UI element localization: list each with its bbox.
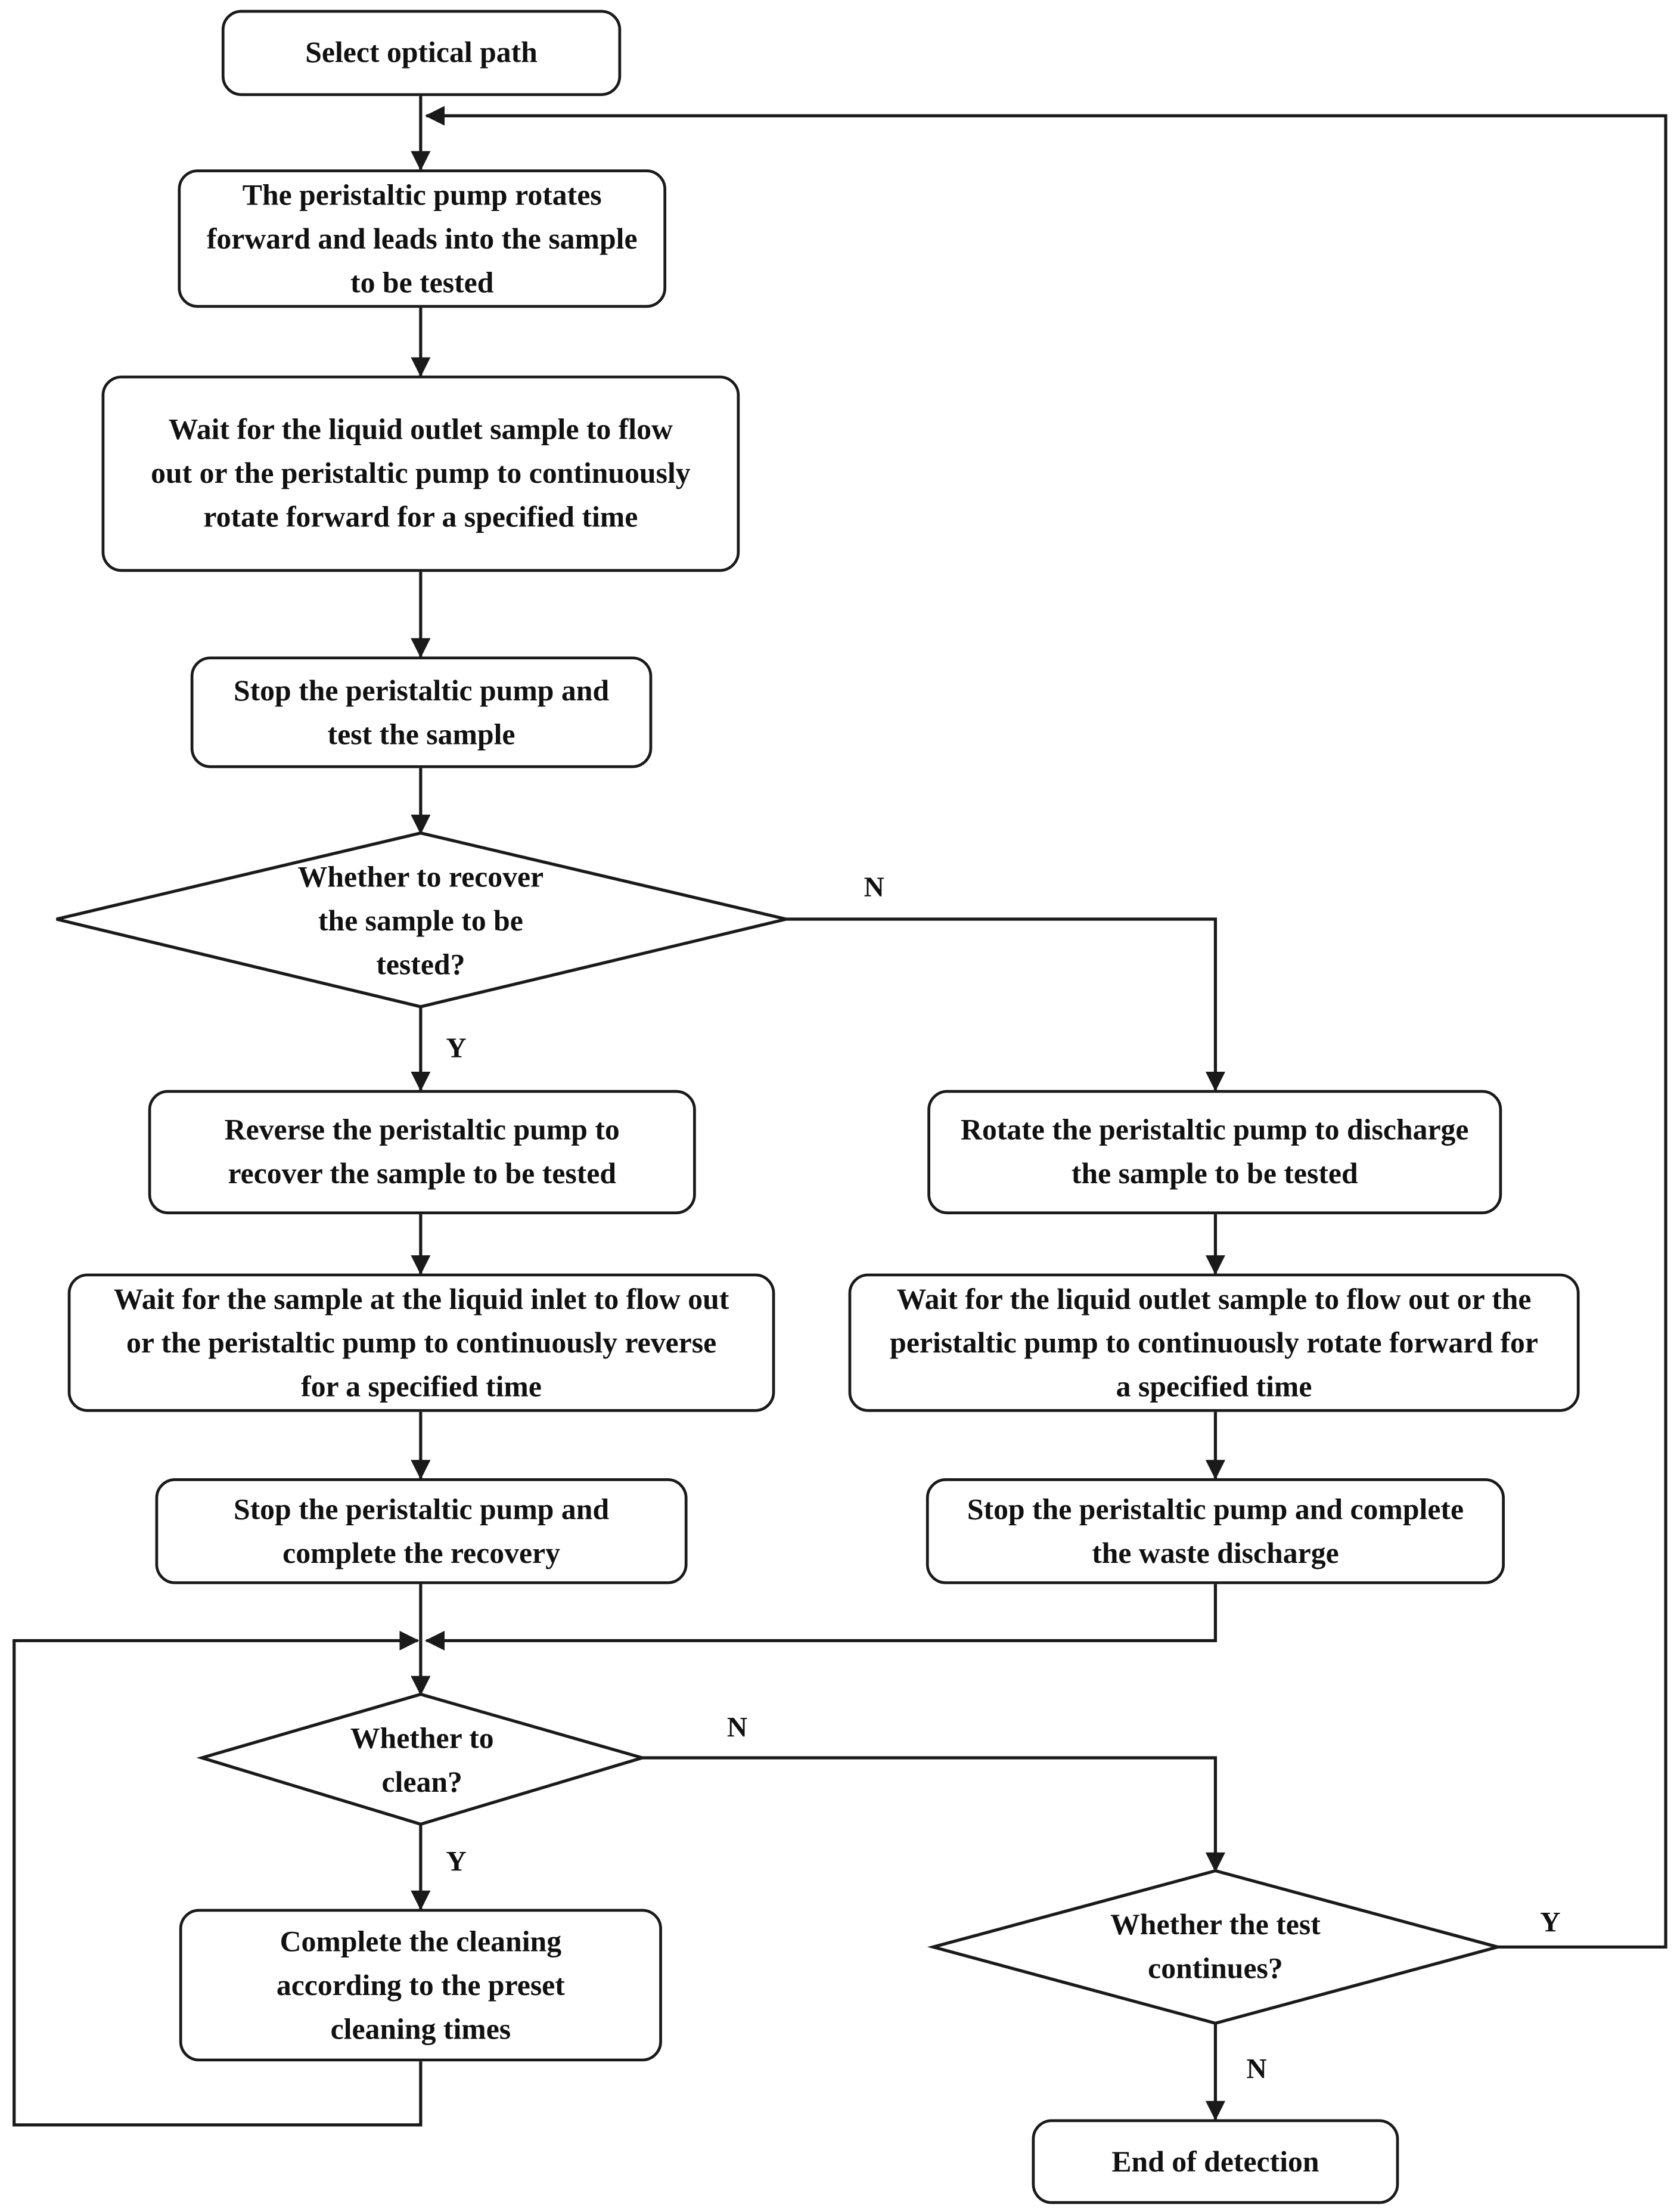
wait-inlet-step: Wait for the sample at the liquid inlet … xyxy=(67,1273,775,1412)
select-optical-path-step: Select optical path xyxy=(221,10,622,97)
decision-continue-shape xyxy=(927,1869,1504,2025)
decision-recover-shape xyxy=(56,831,787,1009)
rotate-discharge-step: Rotate the peristaltic pump to discharge… xyxy=(927,1090,1502,1215)
cleaning-step: Complete the cleaning according to the p… xyxy=(179,1909,662,2062)
wait-outlet-discharge-step: Wait for the liquid outlet sample to flo… xyxy=(848,1273,1580,1412)
arrow-clean-no xyxy=(642,1756,1226,1872)
decision-test-continues: Whether the test continues? xyxy=(1110,1907,1321,1985)
stop-waste-discharge-step: Stop the peristaltic pump and complete t… xyxy=(926,1478,1505,1584)
recover-yes-label: Y xyxy=(446,1033,467,1065)
end-of-detection-step: End of detection xyxy=(1032,2119,1399,2204)
recover-no-label: N xyxy=(864,872,884,904)
pump-forward-step: The peristaltic pump rotates forward and… xyxy=(178,169,667,308)
arrow-recover-no xyxy=(786,917,1226,1092)
continue-no-label: N xyxy=(1246,2054,1267,2086)
continue-yes-label: Y xyxy=(1540,1907,1561,1939)
arrow-continue-yes xyxy=(424,106,1667,1949)
decision-whether-to-clean: Whether to clean? xyxy=(350,1721,494,1799)
clean-yes-label: Y xyxy=(446,1847,467,1878)
arrow-cleaning-loop xyxy=(13,1630,423,2127)
stop-and-test-step: Stop the peristaltic pump and test the s… xyxy=(190,656,653,768)
reverse-recover-step: Reverse the peristaltic pump to recover … xyxy=(148,1090,696,1215)
wait-outlet-step: Wait for the liquid outlet sample to flo… xyxy=(101,376,740,572)
decision-recover-sample: Whether to recover the sample to be test… xyxy=(297,859,544,981)
decision-clean-shape xyxy=(196,1692,648,1826)
arrow-waste-merge xyxy=(424,1584,1218,1651)
clean-no-label: N xyxy=(726,1712,748,1744)
stop-recovery-step: Stop the peristaltic pump and complete t… xyxy=(155,1478,688,1584)
